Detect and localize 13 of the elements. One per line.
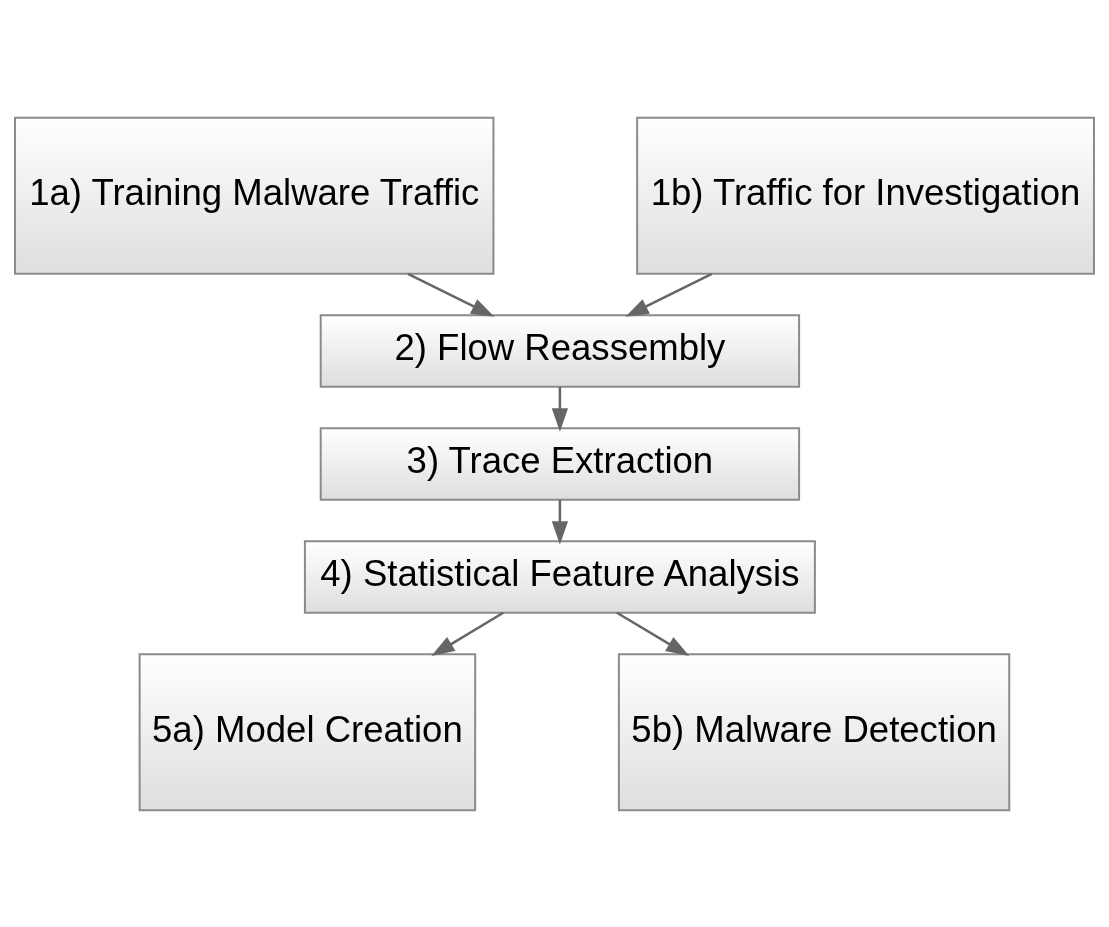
- arrow: [407, 272, 495, 317]
- node-box: 5b) Malware Detection: [617, 652, 1011, 811]
- node-box: 5a) Model Creation: [138, 652, 477, 811]
- arrow: [616, 611, 690, 656]
- arrow: [551, 499, 569, 545]
- node-box: 2) Flow Reassembly: [319, 313, 801, 388]
- arrow: [551, 386, 569, 432]
- node-box: 1b) Traffic for Investigation: [636, 116, 1095, 275]
- arrow: [625, 272, 713, 317]
- node-box: 4) Statistical Feature Analysis: [303, 539, 816, 614]
- arrow: [431, 611, 504, 656]
- node-box: 3) Trace Extraction: [319, 426, 801, 501]
- node-box: 1a) Training Malware Traffic: [14, 116, 495, 275]
